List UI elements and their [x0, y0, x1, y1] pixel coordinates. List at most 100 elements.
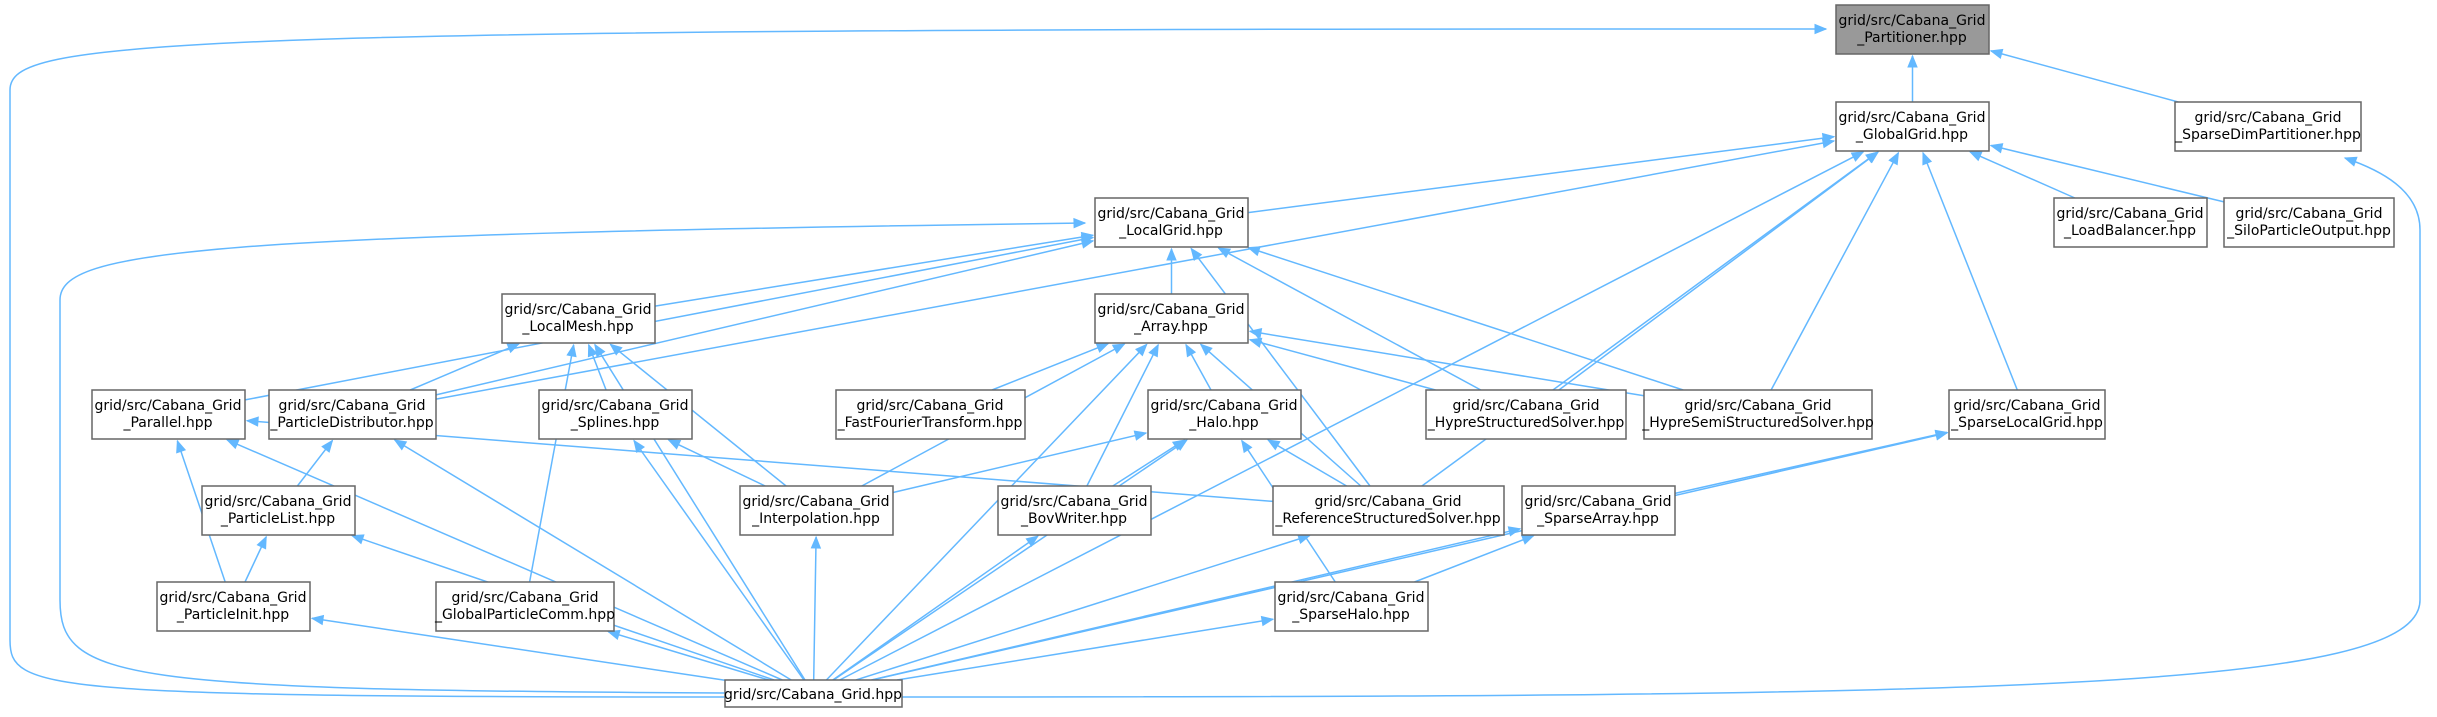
- edge-hypresemi-to-localgrid: [1246, 246, 1684, 391]
- edge-bovwriter-to-array: [1086, 343, 1159, 487]
- node-fastfouriertransform[interactable]: grid/src/Cabana_Grid _FastFourierTransfo…: [835, 389, 1026, 440]
- node-sparsearray[interactable]: grid/src/Cabana_Grid _SparseArray.hpp: [1521, 485, 1676, 536]
- node-parallel[interactable]: grid/src/Cabana_Grid _Parallel.hpp: [91, 389, 246, 440]
- edge-arrowhead: [245, 416, 259, 427]
- node-fastfouriertransform-line2: _FastFourierTransform.hpp: [837, 415, 1023, 431]
- edge-sparsehalo-to-sparsearray: [1414, 534, 1535, 583]
- edge-arrowhead: [1989, 143, 2004, 154]
- edge-arrowhead: [1989, 48, 2004, 59]
- node-hypresemistructuredsolver[interactable]: grid/src/Cabana_Grid _HypreSemiStructure…: [1641, 389, 1874, 440]
- node-globalgrid[interactable]: grid/src/Cabana_Grid _GlobalGrid.hpp: [1835, 101, 1990, 152]
- edge-line: [1267, 439, 1347, 487]
- edge-arrowhead: [1095, 343, 1110, 353]
- node-cabana-grid[interactable]: grid/src/Cabana_Grid.hpp: [724, 679, 903, 708]
- edge-line: [1770, 152, 1900, 391]
- edge-line: [832, 535, 1039, 681]
- edge-splines-to-localmesh: [587, 343, 607, 391]
- edge-arrowhead: [1025, 535, 1039, 547]
- edge-line: [1247, 246, 1684, 391]
- edge-hyprestruct-to-globalgrid: [1558, 151, 1880, 391]
- node-localgrid-line1: grid/src/Cabana_Grid: [1098, 206, 1245, 222]
- node-referencestructuredsolver[interactable]: grid/src/Cabana_Grid _ReferenceStructure…: [1272, 485, 1505, 536]
- edges-layer: [9, 23, 2421, 698]
- edge-refstruct-to-halo: [1266, 439, 1347, 487]
- edge-line: [435, 240, 1094, 396]
- edge-grid-to-globalgrid: [839, 151, 1865, 681]
- node-particlelist[interactable]: grid/src/Cabana_Grid _ParticleList.hpp: [201, 485, 356, 536]
- node-sparsehalo-line2: _SparseHalo.hpp: [1291, 607, 1410, 623]
- node-sparsearray-line2: _SparseArray.hpp: [1536, 511, 1659, 527]
- edge-arrowhead: [1260, 615, 1275, 627]
- node-array-line1: grid/src/Cabana_Grid: [1098, 302, 1245, 318]
- edge-arrowhead: [225, 439, 240, 450]
- node-globalparticlecomm[interactable]: grid/src/Cabana_Grid _GlobalParticleComm…: [434, 581, 615, 632]
- edge-arrowhead: [1297, 534, 1311, 545]
- node-parallel-line1: grid/src/Cabana_Grid: [95, 398, 242, 414]
- node-sparselocalgrid-line2: _SparseLocalGrid.hpp: [1950, 415, 2103, 431]
- edge-localmesh-to-localgrid: [654, 231, 1095, 307]
- node-sparsearray-line1: grid/src/Cabana_Grid: [1525, 494, 1672, 510]
- edge-interpolation-to-localmesh: [609, 343, 787, 487]
- edge-arrowhead: [1507, 526, 1522, 537]
- edge-line: [609, 343, 787, 487]
- edge-hypresemi-to-array: [1248, 328, 1645, 397]
- edge-grid-to-sparsehalo: [896, 615, 1275, 681]
- edge-line: [1247, 135, 1835, 214]
- node-particlelist-line2: _ParticleList.hpp: [220, 511, 335, 527]
- node-siloparticleoutput[interactable]: grid/src/Cabana_Grid _SiloParticleOutput…: [2223, 197, 2395, 248]
- node-particleinit[interactable]: grid/src/Cabana_Grid _ParticleInit.hpp: [156, 581, 311, 632]
- edge-arrowhead: [810, 535, 822, 549]
- node-halo-line2: _Halo.hpp: [1188, 415, 1259, 431]
- node-array[interactable]: grid/src/Cabana_Grid _Array.hpp: [1094, 293, 1249, 344]
- edge-line: [311, 617, 726, 681]
- edge-arrowhead: [1080, 238, 1095, 249]
- node-bovwriter-line1: grid/src/Cabana_Grid: [1001, 494, 1148, 510]
- edge-arrowhead: [1248, 337, 1263, 348]
- node-localmesh[interactable]: grid/src/Cabana_Grid _LocalMesh.hpp: [501, 293, 656, 344]
- edge-hyprestruct-to-array: [1248, 337, 1436, 391]
- node-splines-line2: _Splines.hpp: [570, 415, 660, 431]
- node-particledistributor[interactable]: grid/src/Cabana_Grid _ParticleDistributo…: [268, 389, 437, 440]
- edge-arrowhead: [1174, 439, 1188, 451]
- node-bovwriter[interactable]: grid/src/Cabana_Grid _BovWriter.hpp: [997, 485, 1152, 536]
- edge-arrowhead: [1199, 343, 1213, 356]
- edge-arrowhead: [1166, 247, 1177, 261]
- edge-particledist-to-globalgrid: [435, 137, 1836, 400]
- edge-arrowhead: [176, 439, 187, 454]
- edge-bovwriter-to-halo: [1112, 439, 1186, 487]
- node-loadbalancer[interactable]: grid/src/Cabana_Grid _LoadBalancer.hpp: [2053, 197, 2208, 248]
- node-interpolation-line2: _Interpolation.hpp: [751, 511, 880, 527]
- edge-arrowhead: [1135, 343, 1148, 357]
- edge-line: [871, 528, 1521, 681]
- node-sparsedimpartitioner[interactable]: grid/src/Cabana_Grid _SparseDimPartition…: [2174, 101, 2362, 152]
- edge-line: [1112, 439, 1185, 487]
- node-sparsehalo[interactable]: grid/src/Cabana_Grid _SparseHalo.hpp: [1274, 581, 1429, 632]
- node-halo[interactable]: grid/src/Cabana_Grid _Halo.hpp: [1147, 389, 1302, 440]
- edge-arrowhead: [1850, 151, 1865, 162]
- edge-arrowhead: [1821, 137, 1836, 149]
- edge-arrowhead: [2343, 156, 2358, 167]
- edge-line: [892, 432, 1147, 494]
- node-hyprestructuredsolver[interactable]: grid/src/Cabana_Grid _HypreStructuredSol…: [1425, 389, 1627, 440]
- edge-grid-to-globalparticlecomm: [606, 629, 769, 681]
- edge-line: [654, 234, 1094, 307]
- node-interpolation[interactable]: grid/src/Cabana_Grid _Interpolation.hpp: [739, 485, 894, 536]
- node-localgrid[interactable]: grid/src/Cabana_Grid _LocalGrid.hpp: [1094, 197, 1249, 248]
- node-splines-line1: grid/src/Cabana_Grid: [542, 398, 689, 414]
- edge-sparsearray-to-sparselocalgrid: [1674, 429, 1949, 495]
- edge-fft-to-array: [991, 343, 1110, 391]
- edge-arrowhead: [1185, 343, 1197, 358]
- node-particlelist-line1: grid/src/Cabana_Grid: [205, 494, 352, 510]
- edge-halo-to-array: [1185, 343, 1212, 391]
- node-globalgrid-line2: _GlobalGrid.hpp: [1855, 127, 1968, 143]
- node-referencestructuredsolver-line2: _ReferenceStructuredSolver.hpp: [1274, 511, 1500, 527]
- edge-globalparticlecomm-to-localmesh: [528, 343, 577, 583]
- node-sparselocalgrid-line1: grid/src/Cabana_Grid: [1954, 398, 2101, 414]
- node-sparselocalgrid[interactable]: grid/src/Cabana_Grid _SparseLocalGrid.hp…: [1948, 389, 2106, 440]
- edge-hyprestruct-to-localgrid: [1217, 247, 1482, 391]
- edge-line: [59, 222, 1086, 694]
- node-partitioner[interactable]: grid/src/Cabana_Grid _Partitioner.hpp: [1835, 4, 1990, 55]
- node-splines[interactable]: grid/src/Cabana_Grid _Splines.hpp: [538, 389, 693, 440]
- node-array-line2: _Array.hpp: [1133, 319, 1208, 335]
